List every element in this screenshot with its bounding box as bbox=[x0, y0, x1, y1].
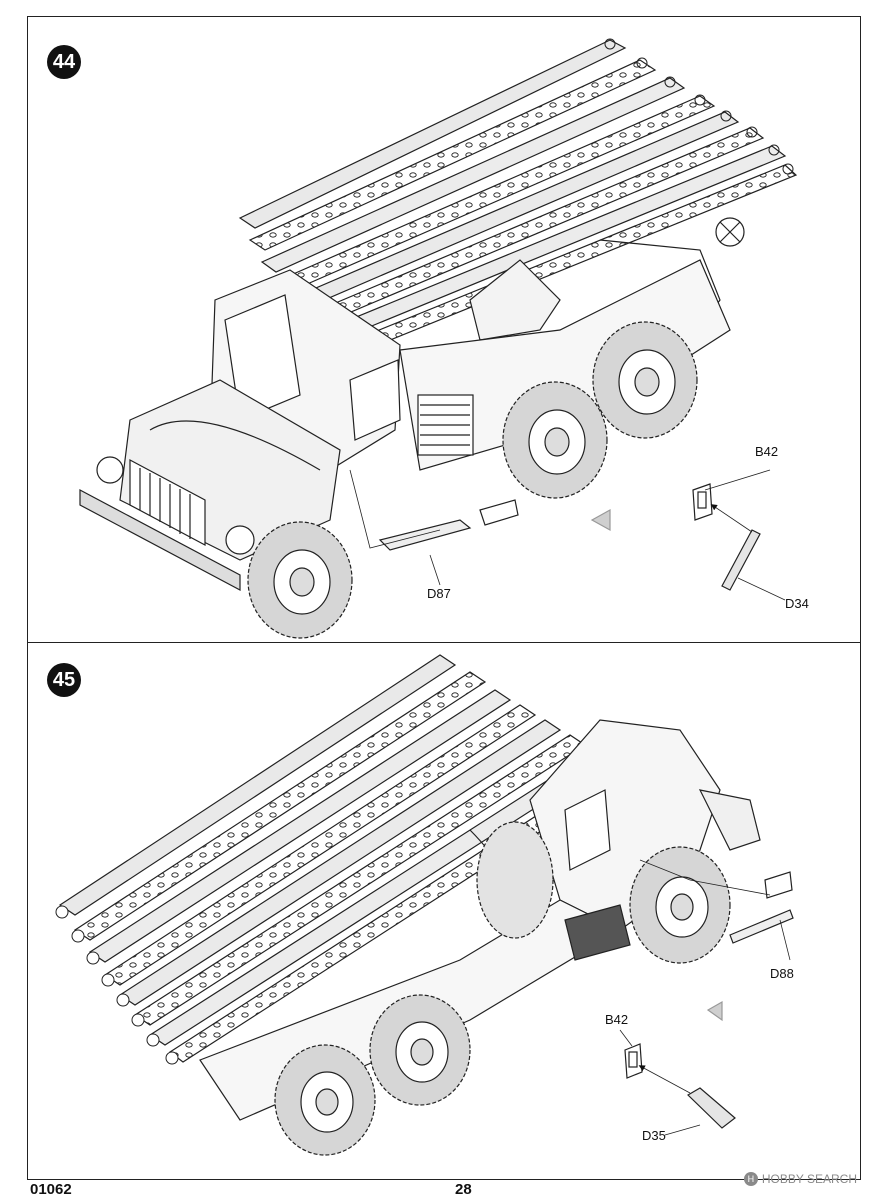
step-45-badge: 45 bbox=[47, 663, 81, 697]
step44-rocket-rails bbox=[238, 38, 798, 361]
step45-mid-wheel-far bbox=[476, 821, 554, 939]
step44-chassis bbox=[399, 259, 731, 471]
step44-cab bbox=[79, 269, 401, 591]
step45-truck-illustration bbox=[55, 654, 794, 1156]
step44-front-wheel bbox=[247, 521, 353, 639]
step44-mid-wheel bbox=[502, 381, 608, 499]
step45-wheels bbox=[274, 821, 731, 1156]
callout-b42-step44: B42 bbox=[755, 444, 779, 459]
step45-subassembly-b42-d35 bbox=[619, 1029, 736, 1136]
page-frame bbox=[27, 16, 861, 1180]
step44-wheels bbox=[247, 321, 698, 639]
step44-subassembly-b42-d34 bbox=[590, 469, 786, 601]
watermark-text: HOBBY SEARCH bbox=[761, 1172, 857, 1186]
step44-part-d87 bbox=[349, 469, 519, 586]
callout-d35: D35 bbox=[642, 1128, 666, 1143]
callout-d34: D34 bbox=[785, 596, 809, 611]
part-number: 01062 bbox=[30, 1181, 72, 1198]
page-number: 28 bbox=[455, 1181, 472, 1198]
step44-grille bbox=[129, 459, 206, 546]
step-44-badge: 44 bbox=[47, 45, 81, 79]
step45-rear-wheel-2 bbox=[369, 994, 471, 1106]
step45-front-wheel bbox=[629, 846, 731, 964]
step44-truck-illustration bbox=[79, 38, 798, 639]
callout-d88: D88 bbox=[770, 966, 794, 981]
callout-b42-step45: B42 bbox=[605, 1012, 629, 1027]
panel-divider bbox=[27, 642, 861, 643]
step45-part-d88 bbox=[639, 859, 794, 1022]
watermark-logo-icon: H bbox=[743, 1172, 758, 1186]
watermark: H HOBBY SEARCH bbox=[743, 1172, 857, 1186]
callout-d87: D87 bbox=[427, 586, 451, 601]
step44-rear-wheel bbox=[592, 321, 698, 439]
step45-rear-wheel-1 bbox=[274, 1044, 376, 1156]
